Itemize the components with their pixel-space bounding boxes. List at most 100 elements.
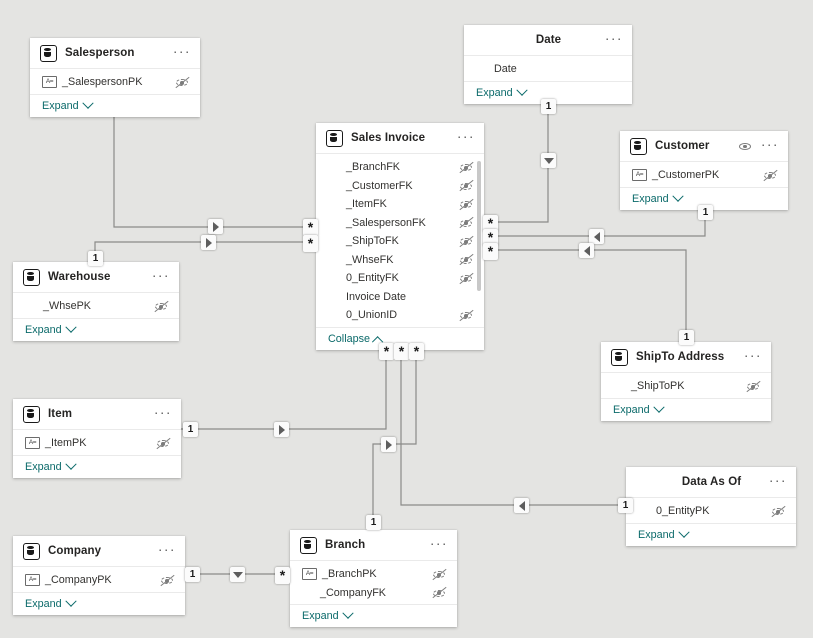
table-card-shipto-address[interactable]: ShipTo Address··· _ShipToPK Expand: [601, 342, 771, 421]
cardinality-one-badge[interactable]: 1: [88, 251, 103, 266]
table-header[interactable]: Salesperson···: [30, 38, 200, 69]
expand-link[interactable]: Expand: [25, 458, 77, 473]
table-card-company[interactable]: Company··· A=_CompanyPK Expand: [13, 536, 185, 615]
table-header[interactable]: Warehouse···: [13, 262, 179, 293]
table-card-warehouse[interactable]: Warehouse··· _WhsePK Expand: [13, 262, 179, 341]
table-card-salesperson[interactable]: Salesperson··· A=_SalespersonPK Expand: [30, 38, 200, 117]
cardinality-one-badge[interactable]: 1: [618, 498, 633, 513]
more-options-icon[interactable]: ···: [153, 403, 172, 420]
filter-direction-badge[interactable]: [230, 567, 245, 582]
more-options-icon[interactable]: ···: [151, 266, 170, 283]
field-row[interactable]: _CustomerFK: [316, 177, 484, 196]
hidden-eye-icon[interactable]: [459, 161, 474, 173]
field-row[interactable]: _ItemFK: [316, 195, 484, 214]
table-card-branch[interactable]: Branch··· A=_BranchPK_CompanyFK Expand: [290, 530, 457, 627]
field-row[interactable]: _WhsePK: [13, 297, 179, 316]
table-header[interactable]: Company···: [13, 536, 185, 567]
more-options-icon[interactable]: ···: [429, 534, 448, 551]
cardinality-many-badge[interactable]: *: [303, 219, 318, 236]
cardinality-one-badge[interactable]: 1: [185, 567, 200, 582]
filter-direction-badge[interactable]: [541, 153, 556, 168]
field-row[interactable]: A=_BranchPK: [290, 565, 457, 584]
field-row[interactable]: Date: [464, 60, 632, 79]
table-header[interactable]: Date···: [464, 25, 632, 56]
field-row[interactable]: _SalespersonFK: [316, 214, 484, 233]
cardinality-many-badge[interactable]: *: [303, 235, 318, 252]
table-card-item[interactable]: Item··· A=_ItemPK Expand: [13, 399, 181, 478]
field-row[interactable]: A=_ItemPK: [13, 434, 181, 453]
field-row[interactable]: _BranchFK: [316, 158, 484, 177]
table-header[interactable]: Customer···: [620, 131, 788, 162]
field-row[interactable]: _ShipToPK: [601, 377, 771, 396]
filter-direction-badge[interactable]: [208, 219, 223, 234]
filter-direction-badge[interactable]: [274, 422, 289, 437]
hidden-eye-icon[interactable]: [156, 437, 171, 449]
hidden-eye-icon[interactable]: [459, 235, 474, 247]
field-row[interactable]: 0_EntityPK: [626, 502, 796, 521]
expand-link[interactable]: Expand: [25, 321, 77, 336]
table-header[interactable]: ShipTo Address···: [601, 342, 771, 373]
filter-direction-badge[interactable]: [381, 437, 396, 452]
table-header[interactable]: Item···: [13, 399, 181, 430]
field-row[interactable]: _ShipToFK: [316, 232, 484, 251]
table-card-sales-invoice[interactable]: Sales Invoice··· _BranchFK_CustomerFK_Ite…: [316, 123, 484, 350]
more-options-icon[interactable]: ···: [172, 42, 191, 59]
hidden-eye-icon[interactable]: [746, 380, 761, 392]
expand-link[interactable]: Expand: [632, 190, 684, 205]
collapse-link[interactable]: Collapse: [328, 333, 384, 347]
field-row[interactable]: 0_EntityFK: [316, 269, 484, 288]
field-row[interactable]: 0_UnionID: [316, 306, 484, 325]
cardinality-one-badge[interactable]: 1: [679, 330, 694, 345]
cardinality-one-badge[interactable]: 1: [366, 515, 381, 530]
filter-direction-badge[interactable]: [589, 229, 604, 244]
hidden-eye-icon[interactable]: [432, 587, 447, 599]
hidden-eye-icon[interactable]: [459, 198, 474, 210]
table-card-customer[interactable]: Customer··· A=_CustomerPK Expand: [620, 131, 788, 210]
field-row[interactable]: A=_SalespersonPK: [30, 73, 200, 92]
field-row[interactable]: _CompanyFK: [290, 584, 457, 603]
cardinality-many-badge[interactable]: *: [379, 343, 394, 360]
hidden-eye-icon[interactable]: [459, 217, 474, 229]
cardinality-one-badge[interactable]: 1: [541, 99, 556, 114]
visible-eye-icon[interactable]: [738, 141, 753, 152]
expand-link[interactable]: Expand: [25, 595, 77, 610]
table-card-data-as-of[interactable]: Data As Of··· 0_EntityPK Expand: [626, 467, 796, 546]
filter-direction-badge[interactable]: [201, 235, 216, 250]
expand-link[interactable]: Expand: [476, 84, 528, 99]
more-options-icon[interactable]: ···: [456, 127, 475, 144]
field-row[interactable]: Invoice Date: [316, 288, 484, 307]
hidden-eye-icon[interactable]: [160, 574, 175, 586]
more-options-icon[interactable]: ···: [157, 540, 176, 557]
field-row[interactable]: A=_CompanyPK: [13, 571, 185, 590]
more-options-icon[interactable]: ···: [768, 472, 787, 488]
hidden-eye-icon[interactable]: [459, 180, 474, 192]
hidden-eye-icon[interactable]: [459, 272, 474, 284]
cardinality-many-badge[interactable]: *: [394, 343, 409, 360]
filter-direction-badge[interactable]: [579, 243, 594, 258]
hidden-eye-icon[interactable]: [459, 309, 474, 321]
vertical-scrollbar[interactable]: [477, 161, 481, 291]
expand-link[interactable]: Expand: [302, 607, 354, 622]
more-options-icon[interactable]: ···: [604, 30, 623, 46]
cardinality-one-badge[interactable]: 1: [183, 422, 198, 437]
table-header[interactable]: Data As Of···: [626, 467, 796, 498]
more-options-icon[interactable]: ···: [760, 135, 779, 152]
hidden-eye-icon[interactable]: [175, 76, 190, 88]
filter-direction-badge[interactable]: [514, 498, 529, 513]
table-header[interactable]: Branch···: [290, 530, 457, 561]
cardinality-one-badge[interactable]: 1: [698, 205, 713, 220]
table-header[interactable]: Sales Invoice···: [316, 123, 484, 154]
cardinality-many-badge[interactable]: *: [275, 567, 290, 584]
cardinality-many-badge[interactable]: *: [483, 243, 498, 260]
expand-link[interactable]: Expand: [42, 97, 94, 112]
hidden-eye-icon[interactable]: [459, 254, 474, 266]
hidden-eye-icon[interactable]: [154, 300, 169, 312]
hidden-eye-icon[interactable]: [771, 505, 786, 517]
hidden-eye-icon[interactable]: [763, 169, 778, 181]
hidden-eye-icon[interactable]: [432, 568, 447, 580]
expand-link[interactable]: Expand: [613, 401, 665, 416]
expand-link[interactable]: Expand: [638, 526, 690, 541]
field-row[interactable]: A=_CustomerPK: [620, 166, 788, 185]
